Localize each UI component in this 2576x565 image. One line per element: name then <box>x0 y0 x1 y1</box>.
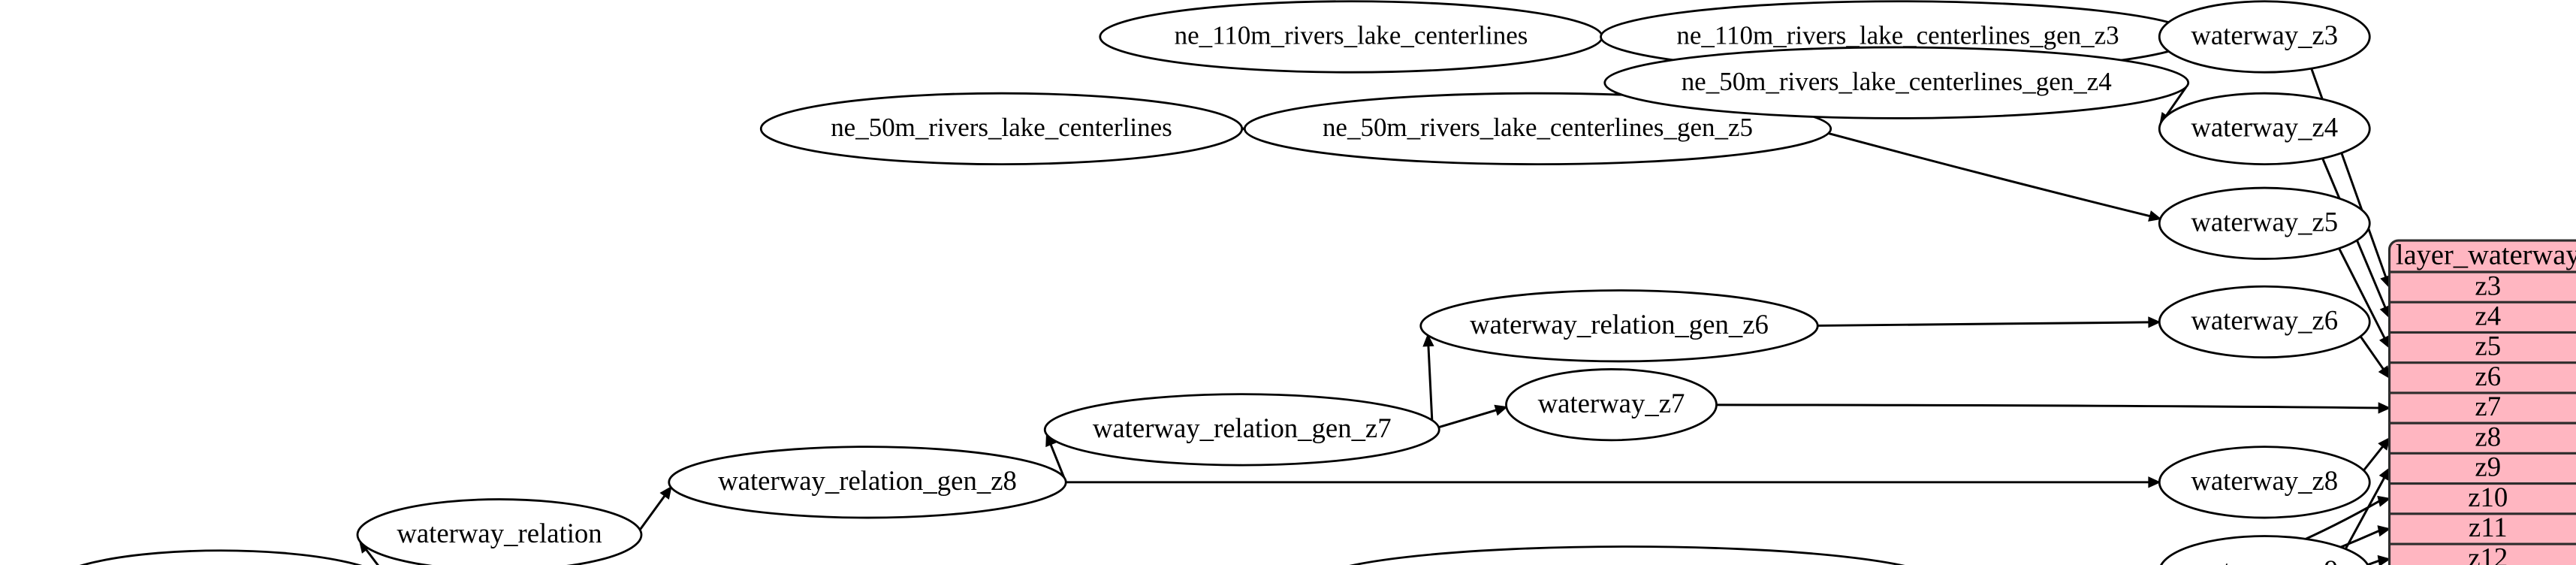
edge-arrowhead-icon <box>2378 467 2390 482</box>
edge-arrowhead-icon <box>2148 210 2162 222</box>
node-waterway_z8[interactable]: waterway_z8 <box>2158 446 2371 519</box>
record-node-layer: layer_waterwayz3z4z5z6z7z8z9z10z11z12z13… <box>2387 239 2576 565</box>
node-shape <box>1349 545 1905 565</box>
node-shape <box>668 446 1067 519</box>
edge-line <box>1427 346 1434 421</box>
edge-arrowhead-icon <box>2377 525 2391 537</box>
node-shape <box>759 92 1244 166</box>
node-osm_important_waterway_linestring_gen_z9[interactable]: osm_important_waterway_linestring_gen_z9 <box>1316 545 1939 565</box>
edge-arrowhead-icon <box>2378 334 2390 349</box>
edge-line <box>2344 477 2386 550</box>
edge-line <box>1438 409 1497 429</box>
node-shape <box>2158 446 2371 519</box>
edge-arrowhead-icon <box>2377 554 2391 565</box>
node-shape <box>1505 368 1718 442</box>
node-ne_50m_rivers_lake_centerlines[interactable]: ne_50m_rivers_lake_centerlines <box>759 92 1244 166</box>
edge-ne_50m_rivers_lake_centerlines_gen_z5-to-waterway_z5 <box>1828 132 2162 222</box>
node-waterway_relation_gen_z8[interactable]: waterway_relation_gen_z8 <box>668 446 1067 519</box>
node-shape <box>1419 289 1819 363</box>
edge-arrowhead-icon <box>2148 476 2161 488</box>
edge-arrowhead-icon <box>2378 402 2391 414</box>
node-shape <box>2158 92 2371 166</box>
layer-waterway-record-box <box>2387 239 2576 565</box>
edge-waterway_z7-to-layer_waterway-z7 <box>1716 402 2391 414</box>
edge-line <box>1049 443 1066 478</box>
edge-line <box>2338 247 2386 339</box>
node-shape <box>1243 92 1832 166</box>
edge-line <box>1716 403 2379 409</box>
edge-line <box>2359 335 2384 370</box>
node-waterway_z3[interactable]: waterway_z3 <box>2158 0 2371 74</box>
node-waterway_relation_gen_z6[interactable]: waterway_relation_gen_z6 <box>1419 289 1819 363</box>
edge-waterway_z8-to-layer_waterway-z8 <box>2363 437 2390 472</box>
nodes-layer: imposm3osm_waterway_relationosm_waterway… <box>50 0 2371 565</box>
edge-waterway_relation_gen_z7-to-waterway_relation_gen_z6 <box>1422 334 1434 421</box>
edge-waterway_relation-to-waterway_relation_gen_z8 <box>638 485 672 530</box>
node-ne_110m_rivers_lake_centerlines[interactable]: ne_110m_rivers_lake_centerlines <box>1099 0 1603 74</box>
node-waterway_z4[interactable]: waterway_z4 <box>2158 92 2371 166</box>
edge-arrowhead-icon <box>2378 365 2390 379</box>
node-ne_50m_rivers_lake_centerlines_gen_z4[interactable]: ne_50m_rivers_lake_centerlines_gen_z4 <box>1603 46 2190 119</box>
node-waterway_relation[interactable]: waterway_relation <box>356 498 643 565</box>
edge-waterway_z11-to-layer_waterway-z11 <box>2292 525 2391 565</box>
edge-waterway_relation_gen_z7-to-waterway_z7 <box>1438 404 1508 429</box>
node-waterway_z9[interactable]: waterway_z9 <box>2159 535 2369 565</box>
node-waterway_z7[interactable]: waterway_z7 <box>1505 368 1718 442</box>
edge-waterway_z12-to-layer_waterway-z12 <box>2363 554 2391 565</box>
node-osm_waterway_relation[interactable]: osm_waterway_relation <box>50 549 392 565</box>
node-waterway_z6[interactable]: waterway_z6 <box>2158 285 2371 359</box>
edge-arrowhead-icon <box>2148 316 2161 328</box>
node-shape <box>1043 393 1440 467</box>
node-shape <box>2158 285 2371 359</box>
node-shape <box>2158 186 2371 260</box>
edge-line <box>638 494 666 530</box>
edge-arrowhead-icon <box>659 485 672 500</box>
edge-waterway_relation_gen_z6-to-waterway_z6 <box>1817 316 2161 328</box>
edge-line <box>1828 132 2151 218</box>
edge-line <box>2363 446 2384 472</box>
edge-line <box>2310 68 2387 278</box>
node-shape <box>356 498 643 565</box>
edge-waterway_relation_gen_z8-to-waterway_z8 <box>1066 476 2161 488</box>
edge-line <box>1817 321 2149 327</box>
edge-arrowhead-icon <box>2377 495 2391 507</box>
node-waterway_relation_gen_z7[interactable]: waterway_relation_gen_z7 <box>1043 393 1440 467</box>
edge-arrowhead-icon <box>1494 404 1508 416</box>
node-shape <box>79 549 363 565</box>
edge-line <box>365 548 379 565</box>
edge-arrowhead-icon <box>2378 437 2390 451</box>
node-shape <box>2158 0 2371 74</box>
node-waterway_z5[interactable]: waterway_z5 <box>2158 186 2371 260</box>
edge-arrowhead-icon <box>1422 334 1434 347</box>
node-shape <box>1099 0 1603 74</box>
node-shape <box>2160 535 2369 565</box>
node-shape <box>1603 46 2190 119</box>
